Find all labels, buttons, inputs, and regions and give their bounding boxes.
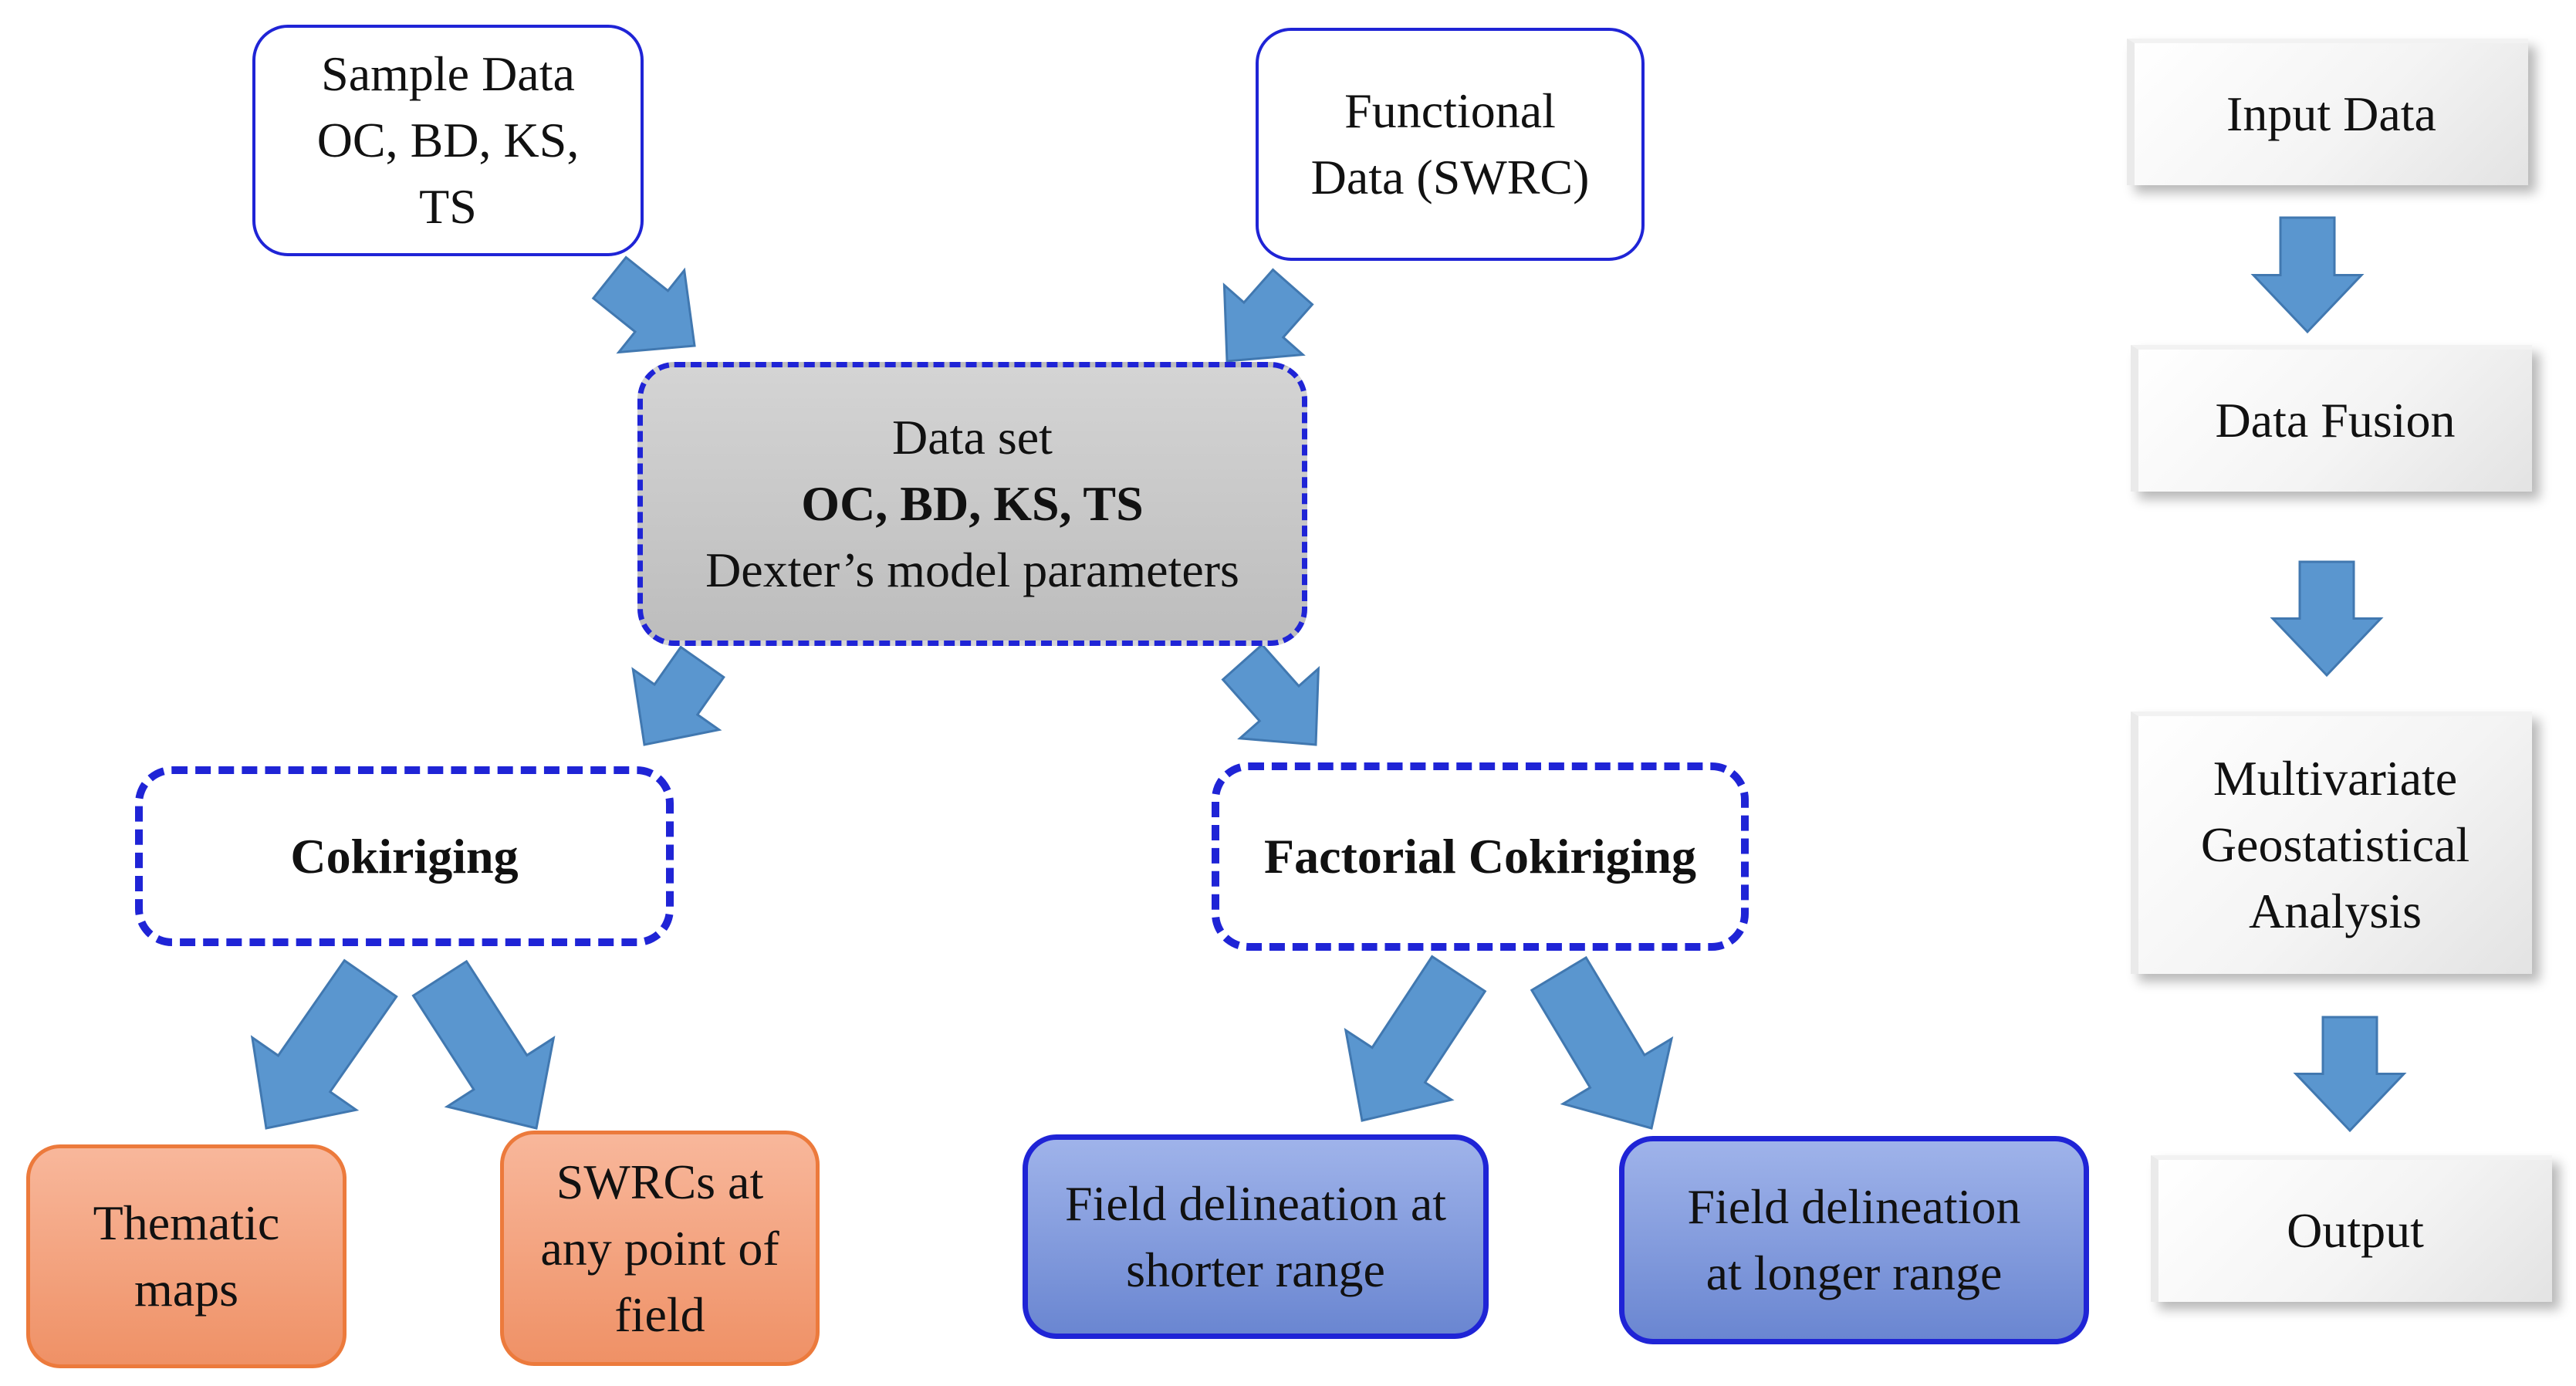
field-long-line-2: at longer range xyxy=(1706,1246,2003,1300)
swrcs-line-2: any point of xyxy=(540,1220,779,1276)
field-short-range-box: Field delineation at shorter range xyxy=(1023,1134,1489,1339)
field-short-line-2: shorter range xyxy=(1126,1242,1385,1297)
dataset-variables: OC, BD, KS, TS xyxy=(801,476,1144,531)
legend-input-data: Input Data xyxy=(2127,39,2528,185)
arrow-factorial-to-short-range xyxy=(1344,955,1487,1122)
factorial-cokriging-label: Factorial Cokiriging xyxy=(1264,829,1696,884)
thematic-maps-line-2: maps xyxy=(134,1262,239,1317)
arrow-cokriging-to-swrcs xyxy=(411,959,556,1130)
legend-multivariate-analysis: Multivariate Geostatistical Analysis xyxy=(2131,712,2532,974)
legend-analysis-line-2: Geostatistical xyxy=(2200,817,2470,872)
swrcs-line-1: SWRCs at xyxy=(556,1154,764,1209)
arrow-factorial-to-long-range xyxy=(1530,955,1674,1130)
legend-data-fusion: Data Fusion xyxy=(2131,345,2532,492)
legend-input-data-label: Input Data xyxy=(2226,86,2436,141)
arrow-dataset-to-factorial xyxy=(1221,643,1320,746)
cokriging-label: Cokiriging xyxy=(290,828,519,884)
arrow-legend-fusion-to-analysis xyxy=(2270,560,2384,678)
swrcs-line-3: field xyxy=(614,1286,705,1342)
dataset-title: Data set xyxy=(892,410,1053,465)
dataset-model-parameters: Dexter’s model parameters xyxy=(705,543,1239,597)
cokriging-box: Cokiriging xyxy=(135,766,674,946)
arrow-legend-analysis-to-output xyxy=(2293,1016,2407,1133)
functional-data-box: Functional Data (SWRC) xyxy=(1256,28,1645,261)
legend-analysis-line-3: Analysis xyxy=(2249,884,2422,938)
sample-data-line-2: OC, BD, KS, xyxy=(316,113,580,167)
arrow-sample-to-dataset xyxy=(591,255,696,354)
dataset-box: Data set OC, BD, KS, TS Dexter’s model p… xyxy=(637,362,1307,646)
legend-analysis-line-1: Multivariate xyxy=(2213,751,2458,806)
swrcs-box: SWRCs at any point of field xyxy=(500,1131,820,1366)
factorial-cokriging-box: Factorial Cokiriging xyxy=(1212,762,1749,951)
functional-data-line-1: Functional xyxy=(1344,83,1556,138)
thematic-maps-box: Thematic maps xyxy=(26,1144,347,1368)
functional-data-line-2: Data (SWRC) xyxy=(1310,150,1590,205)
field-long-line-1: Field delineation xyxy=(1687,1179,2021,1234)
legend-data-fusion-label: Data Fusion xyxy=(2215,393,2456,448)
sample-data-line-3: TS xyxy=(419,179,477,234)
arrow-functional-to-dataset xyxy=(1222,268,1314,363)
sample-data-line-1: Sample Data xyxy=(321,46,575,101)
field-long-range-box: Field delineation at longer range xyxy=(1619,1136,2089,1344)
thematic-maps-line-1: Thematic xyxy=(93,1195,280,1250)
arrow-legend-input-to-fusion xyxy=(2250,216,2365,334)
sample-data-box: Sample Data OC, BD, KS, TS xyxy=(252,25,644,256)
field-short-line-1: Field delineation at xyxy=(1064,1175,1447,1231)
legend-output: Output xyxy=(2151,1155,2552,1302)
arrow-dataset-to-cokriging xyxy=(631,645,725,746)
arrow-cokriging-to-thematic xyxy=(250,958,398,1130)
legend-output-label: Output xyxy=(2287,1203,2424,1258)
